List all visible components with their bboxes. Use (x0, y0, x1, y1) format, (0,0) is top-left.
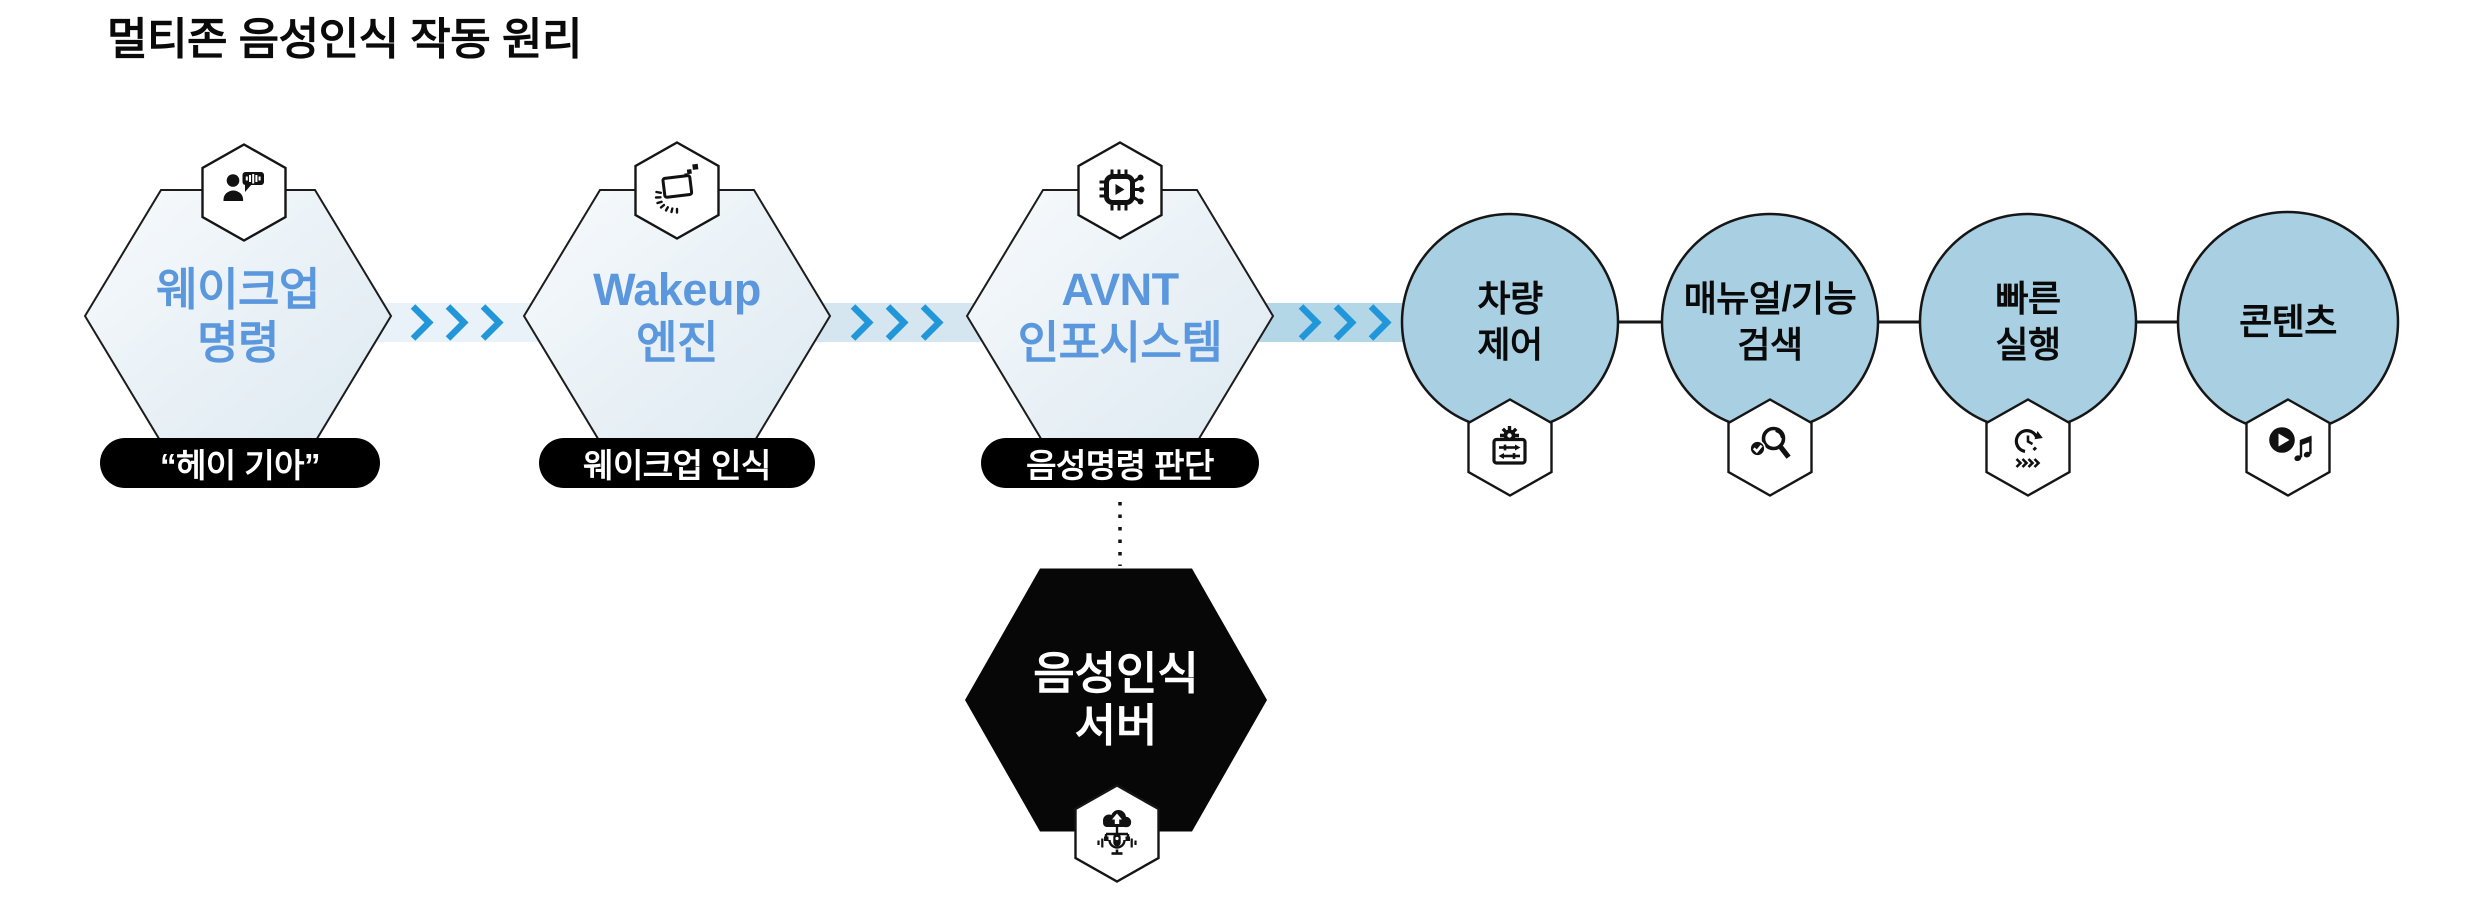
label-line: 명령 (197, 317, 279, 368)
page-title: 멀티존 음성인식 작동 원리 (107, 15, 582, 64)
label-line: AVNT (1061, 264, 1179, 315)
chevron-right-icon (1298, 304, 1392, 341)
fast-execute-icon (1985, 398, 2071, 497)
result-label-fast-execute: 빠른 실행 (1903, 275, 2153, 369)
chevron-right-icon (410, 304, 504, 341)
result-label-content: 콘텐츠 (2163, 275, 2413, 369)
label-line: 서버 (1074, 700, 1158, 751)
result-label-manual-search: 매뉴얼/기능 검색 (1645, 275, 1895, 369)
chevron-right-icon (850, 304, 944, 341)
label-line: 엔진 (636, 317, 718, 368)
label-line: 음성인식 (1033, 648, 1199, 699)
label-line: 매뉴얼/기능 (1683, 278, 1857, 319)
flow-label-wakeup-command: 웨이크업 명령 (85, 262, 391, 370)
pill-voice-command-judgement: 음성명령 판단 (981, 438, 1259, 488)
pill-wakeup-recognition: 웨이크업 인식 (539, 438, 815, 488)
server-label: 음성인식 서버 (965, 645, 1267, 755)
label-line: 제어 (1477, 324, 1543, 365)
play-music-icon (2245, 398, 2331, 497)
pill-hey-kia: “헤이 기아” (100, 438, 380, 488)
label-line: 빠른 (1995, 278, 2061, 319)
label-line: 검색 (1737, 324, 1803, 365)
vehicle-control-icon (1467, 398, 1553, 497)
screen-wake-icon (634, 141, 720, 240)
media-chip-icon (1077, 141, 1163, 240)
search-check-icon (1727, 398, 1813, 497)
label-line: Wakeup (593, 264, 761, 315)
label-line: 인포시스템 (1017, 317, 1223, 368)
cloud-mic-icon (1074, 784, 1160, 883)
result-label-vehicle-control: 차량 제어 (1385, 275, 1635, 369)
flow-label-wakeup-engine: Wakeup 엔진 (524, 262, 830, 370)
label-line: 콘텐츠 (2239, 301, 2337, 342)
server-hexagon (965, 568, 1267, 832)
label-line: 차량 (1477, 278, 1543, 319)
label-line: 웨이크업 (156, 264, 320, 315)
flow-label-avnt-infosystem: AVNT 인포시스템 (967, 262, 1273, 370)
label-line: 실행 (1995, 324, 2061, 365)
person-speech-icon (201, 143, 287, 242)
